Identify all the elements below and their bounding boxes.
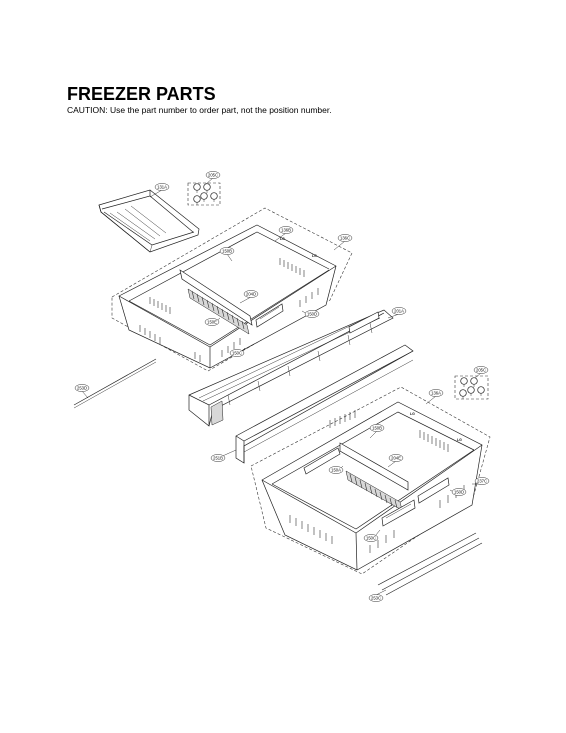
callout-bubble [229, 349, 245, 357]
part-rail-assembly[interactable] [188, 309, 394, 427]
upper-assembly-boundary [111, 207, 353, 372]
callout-bubble [278, 226, 294, 234]
callout-bubble [154, 183, 170, 191]
callout-bubble [388, 454, 404, 462]
lower-assembly-boundary [250, 386, 491, 575]
callout-bubble [328, 466, 344, 474]
callout-label: 150D [454, 490, 464, 495]
callout-bubble [243, 290, 259, 298]
callout-layer: 205C 131A 136B 136C 150B 204D 150E 150D … [74, 171, 490, 602]
callout-label: 201A [394, 309, 404, 314]
callout-bubble [473, 366, 489, 374]
callout-bubble [204, 318, 220, 326]
callout-label: 131A [157, 185, 167, 190]
callout-label: 150E [207, 320, 217, 325]
callout-label: 205C [208, 173, 218, 178]
callout-label: 150C [232, 351, 242, 356]
brand-mark-lower-left: LG [410, 412, 415, 416]
callout-label: 205C [476, 368, 486, 373]
part-rods-bottom[interactable] [377, 532, 483, 596]
callout-bubble [474, 477, 490, 485]
callout-label: 237C [477, 479, 487, 484]
callout-label: 150B [222, 249, 232, 254]
callout-bubble [363, 534, 379, 542]
callout-bubble [304, 310, 320, 318]
callout-label: 253D [77, 386, 87, 391]
callout-bubble [369, 424, 385, 432]
callout-bubble [337, 234, 353, 242]
callout-label: 150C [366, 536, 376, 541]
callout-label: 136B [281, 228, 291, 233]
callout-bubble [391, 307, 407, 315]
part-caps-group-bottom[interactable] [454, 375, 489, 400]
callout-label: 150B [372, 426, 382, 431]
callout-label: 136C [340, 236, 350, 241]
callout-bubble [74, 384, 90, 392]
callout-label: 150D [307, 312, 317, 317]
brand-mark-upper-left: LG [280, 237, 285, 241]
page-title: FREEZER PARTS [67, 84, 216, 104]
part-lower-basket[interactable]: LG LG [261, 401, 483, 571]
caution-note: CAUTION: Use the part number to order pa… [67, 105, 332, 115]
brand-mark-lower-right: LG [457, 438, 462, 442]
callout-bubble [428, 389, 444, 397]
callout-label: 150A [331, 468, 341, 473]
callout-label: 251B [213, 456, 223, 461]
callout-bubble [205, 171, 221, 179]
callout-bubble [451, 488, 467, 496]
callout-bubble [368, 594, 384, 602]
callout-bubble [210, 454, 226, 462]
callout-label: 253C [371, 596, 381, 601]
part-small-tray[interactable] [98, 189, 200, 253]
part-rod-top[interactable] [73, 358, 157, 409]
brand-mark-upper-right: LG [312, 254, 317, 258]
callout-bubble [219, 247, 235, 255]
callout-label: 204D [246, 292, 256, 297]
callout-label: 204E [391, 456, 401, 461]
part-caps-group-top[interactable] [187, 182, 221, 206]
part-lower-rail[interactable] [235, 344, 414, 464]
callout-label: 136A [431, 391, 441, 396]
part-upper-basket[interactable]: LG LG [118, 224, 337, 369]
